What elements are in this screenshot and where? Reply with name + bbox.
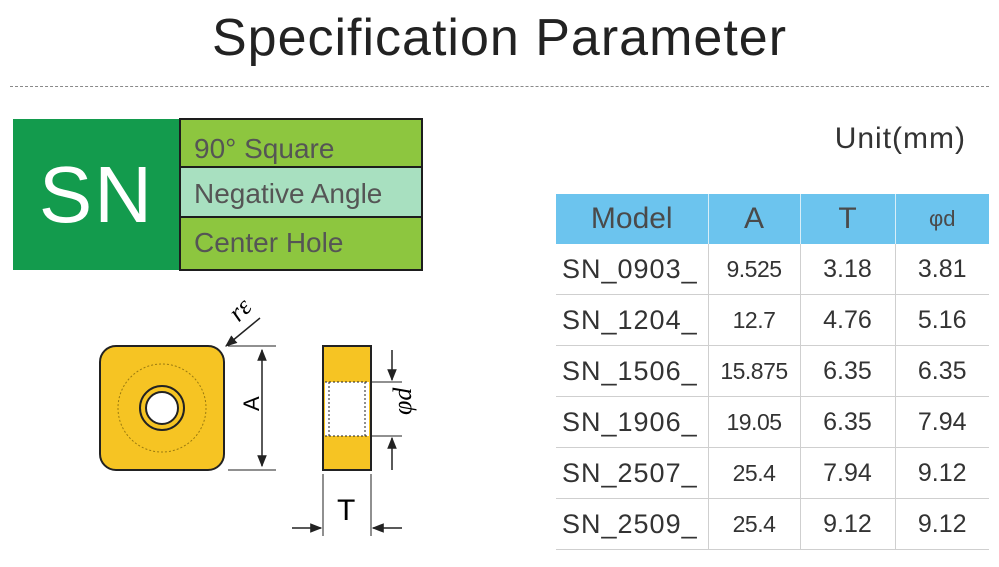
cell-model: SN_2509_ — [556, 498, 709, 550]
table-header-row: Model A T φd — [556, 194, 989, 244]
cell-a: 9.525 — [708, 244, 801, 295]
hole-diameter-label: φd — [388, 387, 417, 415]
sn-badge-label: SN — [38, 149, 155, 239]
cell-t: 9.12 — [800, 498, 896, 550]
feature-negative-angle: Negative Angle — [179, 166, 423, 218]
cell-model: SN_0903_ — [556, 244, 709, 295]
cell-t: 6.35 — [800, 345, 896, 397]
insert-top-view — [99, 345, 225, 471]
cell-model: SN_1506_ — [556, 345, 709, 397]
cell-t: 3.18 — [800, 244, 896, 295]
insert-diagram: rε A φd T — [99, 292, 417, 536]
cell-a: 15.875 — [708, 345, 801, 397]
cell-t: 6.35 — [800, 396, 896, 448]
insert-side-view — [322, 345, 372, 471]
cell-model: SN_2507_ — [556, 447, 709, 499]
cell-a: 19.05 — [708, 396, 801, 448]
table-row: SN_2507_ 25.4 7.94 9.12 — [556, 447, 989, 499]
unit-label: Unit(mm) — [834, 122, 966, 155]
table-row: SN_2509_ 25.4 9.12 9.12 — [556, 498, 989, 550]
col-a: A — [708, 194, 801, 244]
cell-model: SN_1204_ — [556, 294, 709, 346]
corner-radius-label: rε — [222, 292, 257, 327]
table-row: SN_1204_ 12.7 4.76 5.16 — [556, 294, 989, 346]
cell-phi-d: 9.12 — [895, 447, 989, 499]
cell-phi-d: 6.35 — [895, 345, 989, 397]
cell-a: 25.4 — [708, 447, 801, 499]
cell-t: 7.94 — [800, 447, 896, 499]
cell-phi-d: 9.12 — [895, 498, 989, 550]
table-row: SN_1906_ 19.05 6.35 7.94 — [556, 396, 989, 448]
title-divider — [10, 86, 989, 87]
col-phi-d: φd — [895, 194, 989, 244]
table-row: SN_1506_ 15.875 6.35 6.35 — [556, 345, 989, 397]
feature-center-hole: Center Hole — [179, 216, 423, 271]
cell-a: 12.7 — [708, 294, 801, 346]
cell-t: 4.76 — [800, 294, 896, 346]
cell-a: 25.4 — [708, 498, 801, 550]
table-row: SN_0903_ 9.525 3.18 3.81 — [556, 244, 989, 295]
cell-phi-d: 5.16 — [895, 294, 989, 346]
col-t: T — [800, 194, 896, 244]
col-model: Model — [556, 194, 709, 244]
cell-phi-d: 7.94 — [895, 396, 989, 448]
cell-model: SN_1906_ — [556, 396, 709, 448]
feature-square: 90° Square — [179, 118, 423, 168]
page-title: Specification Parameter — [211, 9, 788, 67]
spec-table: Model A T φd SN_0903_ 9.525 3.18 3.81 SN… — [556, 194, 989, 550]
thickness-dimension-label: T — [337, 494, 355, 527]
cell-phi-d: 3.81 — [895, 244, 989, 295]
sn-badge — [13, 119, 180, 270]
width-dimension-label: A — [239, 396, 264, 411]
